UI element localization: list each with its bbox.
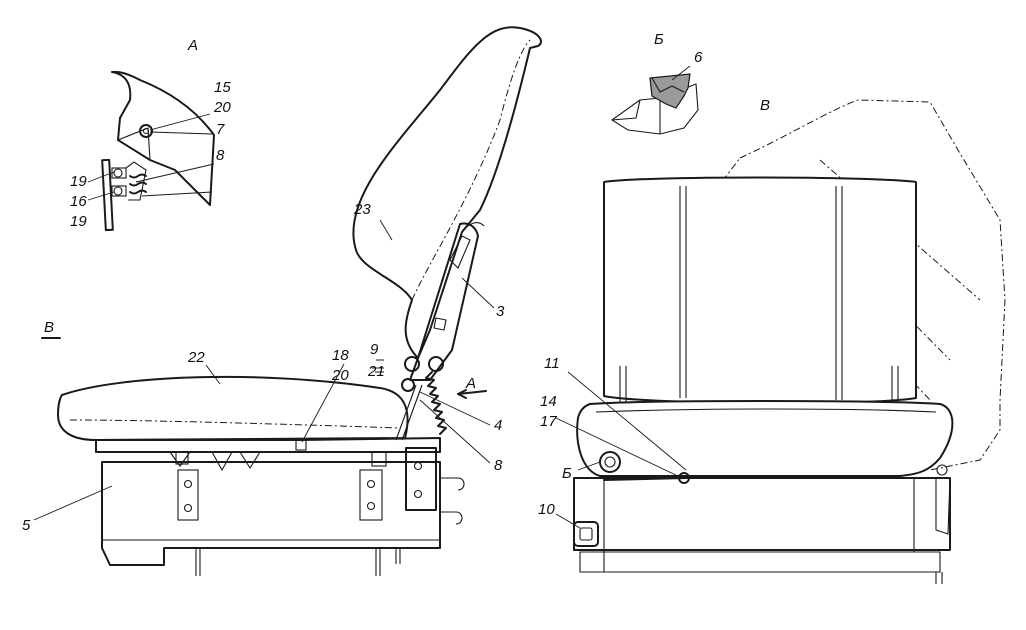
callout-20-a: 20 bbox=[213, 99, 231, 116]
callout-8-a: 8 bbox=[216, 147, 225, 164]
callout-3: 3 bbox=[496, 303, 505, 320]
leader-lines bbox=[33, 65, 691, 529]
callout-4: 4 bbox=[494, 417, 502, 434]
front-backrest bbox=[603, 176, 917, 405]
callout-10: 10 bbox=[538, 501, 555, 518]
callout-17: 17 bbox=[540, 413, 557, 430]
callout-20-b: 20 bbox=[331, 367, 349, 384]
arrow-label-a: А bbox=[465, 375, 476, 392]
callout-5: 5 bbox=[22, 517, 31, 534]
view-label-b: Б bbox=[654, 31, 664, 48]
callout-8-b: 8 bbox=[494, 457, 503, 474]
callout-14: 14 bbox=[540, 393, 557, 410]
labels: А Б В В А Б 15 20 7 8 19 16 19 23 3 22 1… bbox=[22, 31, 770, 534]
callout-6: 6 bbox=[694, 49, 703, 66]
callout-23: 23 bbox=[353, 201, 371, 218]
callout-9: 9 bbox=[370, 341, 379, 358]
side-view bbox=[57, 26, 542, 576]
seal-section-6 bbox=[649, 73, 691, 109]
callout-16: 16 bbox=[70, 193, 87, 210]
callout-label-b: Б bbox=[562, 465, 572, 482]
view-label-v-left: В bbox=[44, 319, 54, 336]
seat-base-frame bbox=[101, 461, 441, 566]
callout-15: 15 bbox=[214, 79, 231, 96]
callout-19-a: 19 bbox=[70, 173, 87, 190]
front-base-frame bbox=[573, 477, 951, 551]
front-seat-cushion bbox=[576, 400, 954, 477]
callout-19-b: 19 bbox=[70, 213, 87, 230]
callout-7: 7 bbox=[216, 121, 225, 138]
callout-22: 22 bbox=[187, 349, 205, 366]
detail-view-a bbox=[101, 70, 215, 232]
backrest bbox=[352, 26, 542, 359]
callout-18: 18 bbox=[332, 347, 349, 364]
view-label-v-right: В bbox=[760, 97, 770, 114]
detail-view-b bbox=[611, 73, 699, 135]
callout-11: 11 bbox=[544, 355, 560, 372]
seat-cushion bbox=[57, 375, 409, 441]
view-label-a: А bbox=[187, 37, 198, 54]
front-view bbox=[573, 99, 1006, 584]
callout-21: 21 bbox=[367, 363, 385, 380]
